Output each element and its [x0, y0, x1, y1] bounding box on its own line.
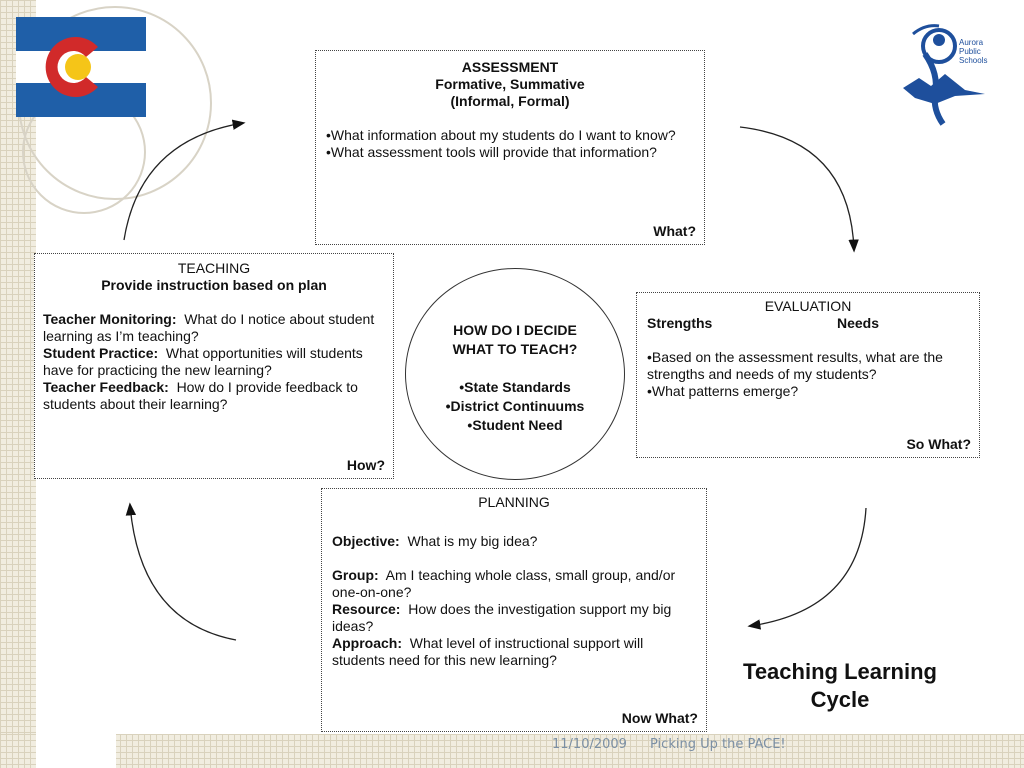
assessment-bullet: •What information about my students do I…	[326, 127, 676, 143]
planning-item: Group: Am I teaching whole class, small …	[332, 567, 696, 601]
teaching-item-label: Teacher Monitoring:	[43, 311, 177, 327]
center-question: WHAT TO TEACH?	[452, 341, 578, 357]
evaluation-bullet: •What patterns emerge?	[647, 383, 799, 399]
colorado-flag-icon	[16, 17, 146, 117]
planning-title: PLANNING	[478, 494, 550, 510]
planning-item-label: Objective:	[332, 533, 400, 549]
teaching-item: Teacher Monitoring: What do I notice abo…	[43, 311, 385, 345]
assessment-subtitle-2: (Informal, Formal)	[450, 93, 570, 109]
arrow-teaching-to-assessment	[123, 119, 246, 241]
background-strip	[36, 734, 116, 768]
arrow-evaluation-to-planning	[747, 507, 867, 630]
footer-title: Picking Up the PACE!	[650, 737, 786, 752]
planning-item-text: What is my big idea?	[399, 533, 538, 549]
arrow-assessment-to-evaluation	[739, 126, 859, 253]
planning-item-text: How does the investigation support my bi…	[332, 601, 676, 634]
evaluation-strengths: Strengths	[647, 315, 713, 331]
aurora-logo-icon	[903, 24, 985, 126]
teaching-subtitle: Provide instruction based on plan	[101, 277, 327, 293]
assessment-subtitle: Formative, Summative	[435, 76, 585, 92]
teaching-question: How?	[346, 457, 385, 473]
planning-item-text: Am I teaching whole class, small group, …	[332, 567, 680, 600]
arrow-planning-to-teaching	[125, 502, 237, 641]
center-circle: HOW DO I DECIDE WHAT TO TEACH? •State St…	[405, 268, 625, 480]
teaching-item-label: Teacher Feedback:	[43, 379, 169, 395]
evaluation-question: So What?	[906, 436, 971, 452]
logo-text: Aurora	[959, 38, 984, 47]
aurora-logo: Aurora Public Schools	[895, 14, 995, 130]
teaching-item-text: How do I provide feedback to students ab…	[43, 379, 362, 412]
evaluation-bullet: •Based on the assessment results, what a…	[647, 349, 943, 382]
evaluation-box: EVALUATION Strengths Needs •Based on the…	[636, 292, 980, 458]
background-grid-bottom	[0, 734, 1024, 768]
planning-item: Objective: What is my big idea?	[332, 533, 696, 550]
logo-text: Public	[959, 47, 981, 56]
planning-item-label: Resource:	[332, 601, 401, 617]
assessment-question: What?	[653, 223, 696, 239]
planning-box: PLANNING Objective: What is my big idea?…	[321, 488, 707, 732]
center-item: •State Standards	[459, 379, 571, 395]
center-item: •District Continuums	[445, 398, 585, 414]
assessment-box: ASSESSMENT Formative, Summative (Informa…	[315, 50, 705, 245]
logo-text: Schools	[959, 56, 988, 65]
colorado-flag	[16, 17, 146, 117]
teaching-item: Teacher Feedback: How do I provide feedb…	[43, 379, 385, 413]
teaching-item-text: What do I notice about student learning …	[43, 311, 379, 344]
teaching-item-text: What opportunities will students have fo…	[43, 345, 367, 378]
planning-item-label: Approach:	[332, 635, 402, 651]
teaching-box: TEACHING Provide instruction based on pl…	[34, 253, 394, 479]
planning-item: Approach: What level of instructional su…	[332, 635, 696, 669]
footer-date: 11/10/2009	[552, 737, 627, 752]
center-item: •Student Need	[467, 417, 563, 433]
evaluation-title: EVALUATION	[764, 298, 852, 314]
teaching-item-label: Student Practice:	[43, 345, 159, 361]
teaching-item: Student Practice: What opportunities wil…	[43, 345, 385, 379]
cycle-title-line: Teaching Learning	[743, 659, 937, 684]
evaluation-needs: Needs	[837, 315, 880, 331]
cycle-title-line: Cycle	[810, 687, 870, 712]
planning-item-text: What level of instructional support will…	[332, 635, 648, 668]
assessment-bullet: •What assessment tools will provide that…	[326, 144, 657, 160]
teaching-title: TEACHING	[177, 260, 251, 276]
cycle-title: Teaching Learning Cycle	[718, 658, 962, 714]
planning-item: Resource: How does the investigation sup…	[332, 601, 696, 635]
planning-item-label: Group:	[332, 567, 379, 583]
assessment-title: ASSESSMENT	[461, 59, 559, 75]
planning-question: Now What?	[621, 710, 698, 726]
center-question: HOW DO I DECIDE	[453, 322, 577, 338]
